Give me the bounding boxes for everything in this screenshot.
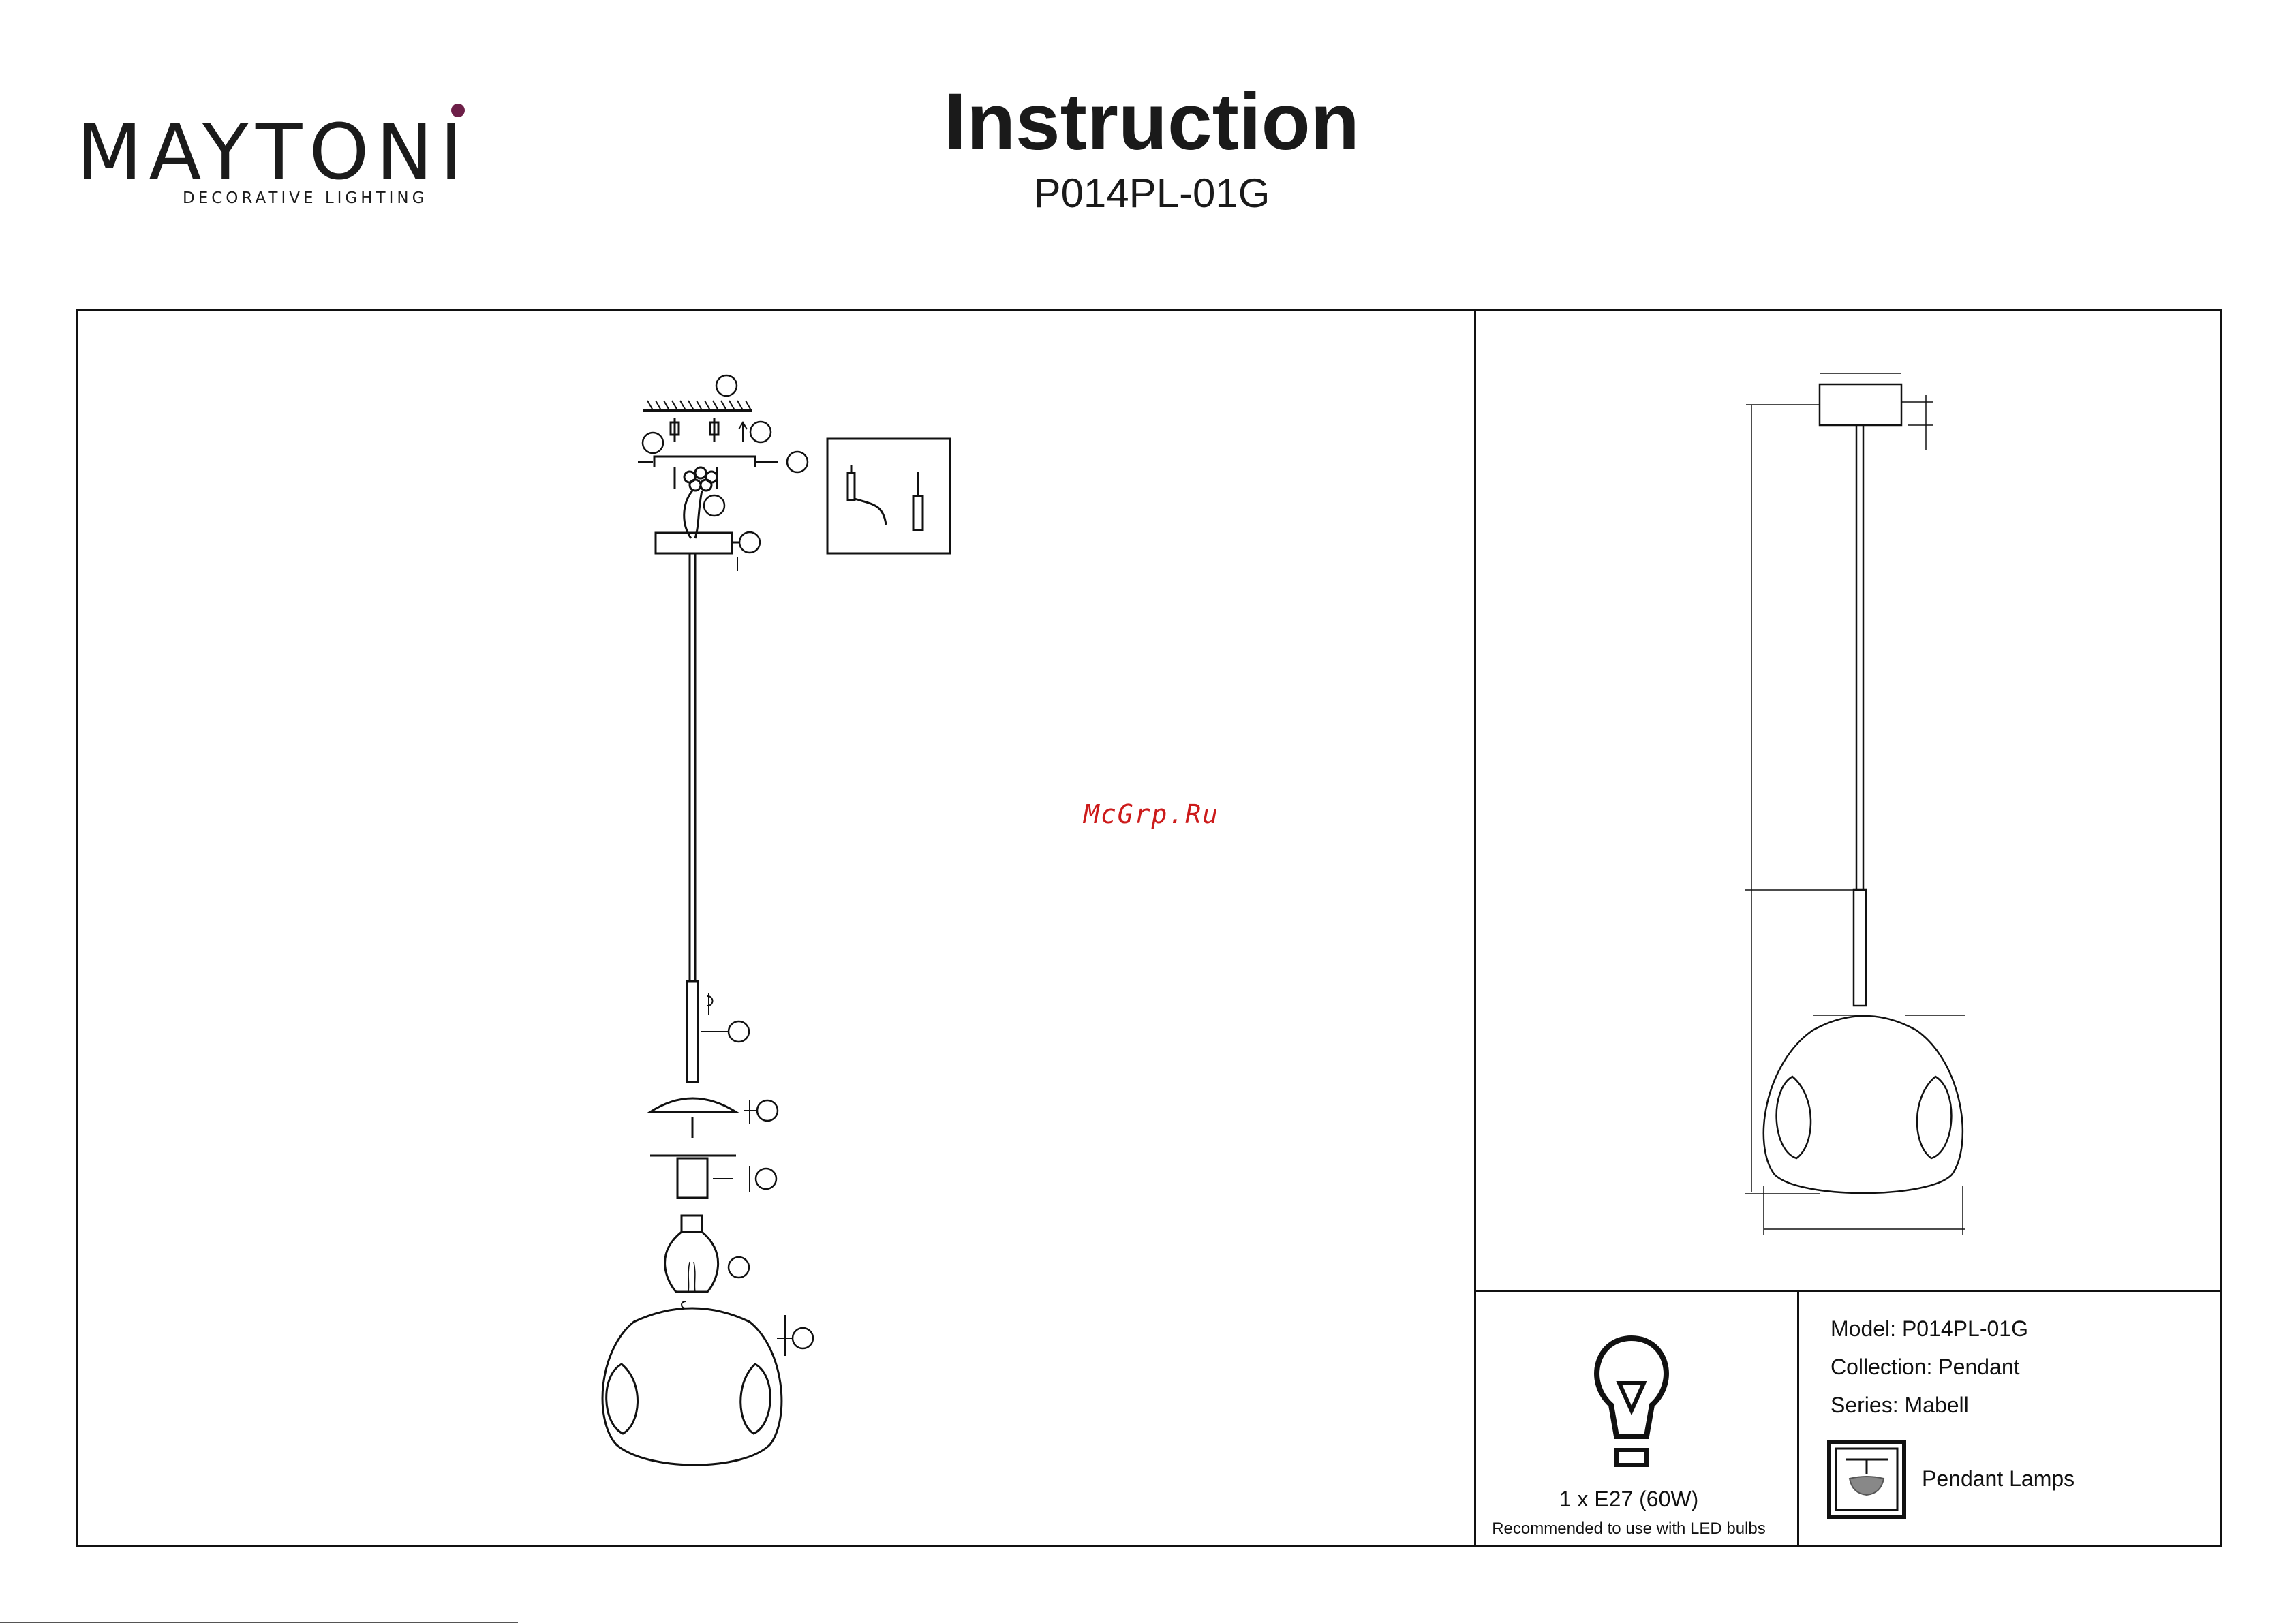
bulb-spec: 1 x E27 (60W): [1479, 1487, 1779, 1512]
pendant-lamp-icon: [1826, 1439, 1907, 1519]
light-bulb-icon: [1592, 1334, 1671, 1470]
bulb-note: Recommended to use with LED bulbs: [1472, 1519, 1786, 1539]
spec-collection: Collection: Pendant: [1831, 1355, 2020, 1380]
spec-series: Series: Mabell: [1831, 1393, 1969, 1418]
product-type: Pendant Lamps: [1922, 1466, 2075, 1491]
spec-model: Model: P014PL-01G: [1831, 1316, 2028, 1342]
watermark: McGrp.Ru: [1084, 799, 1219, 829]
